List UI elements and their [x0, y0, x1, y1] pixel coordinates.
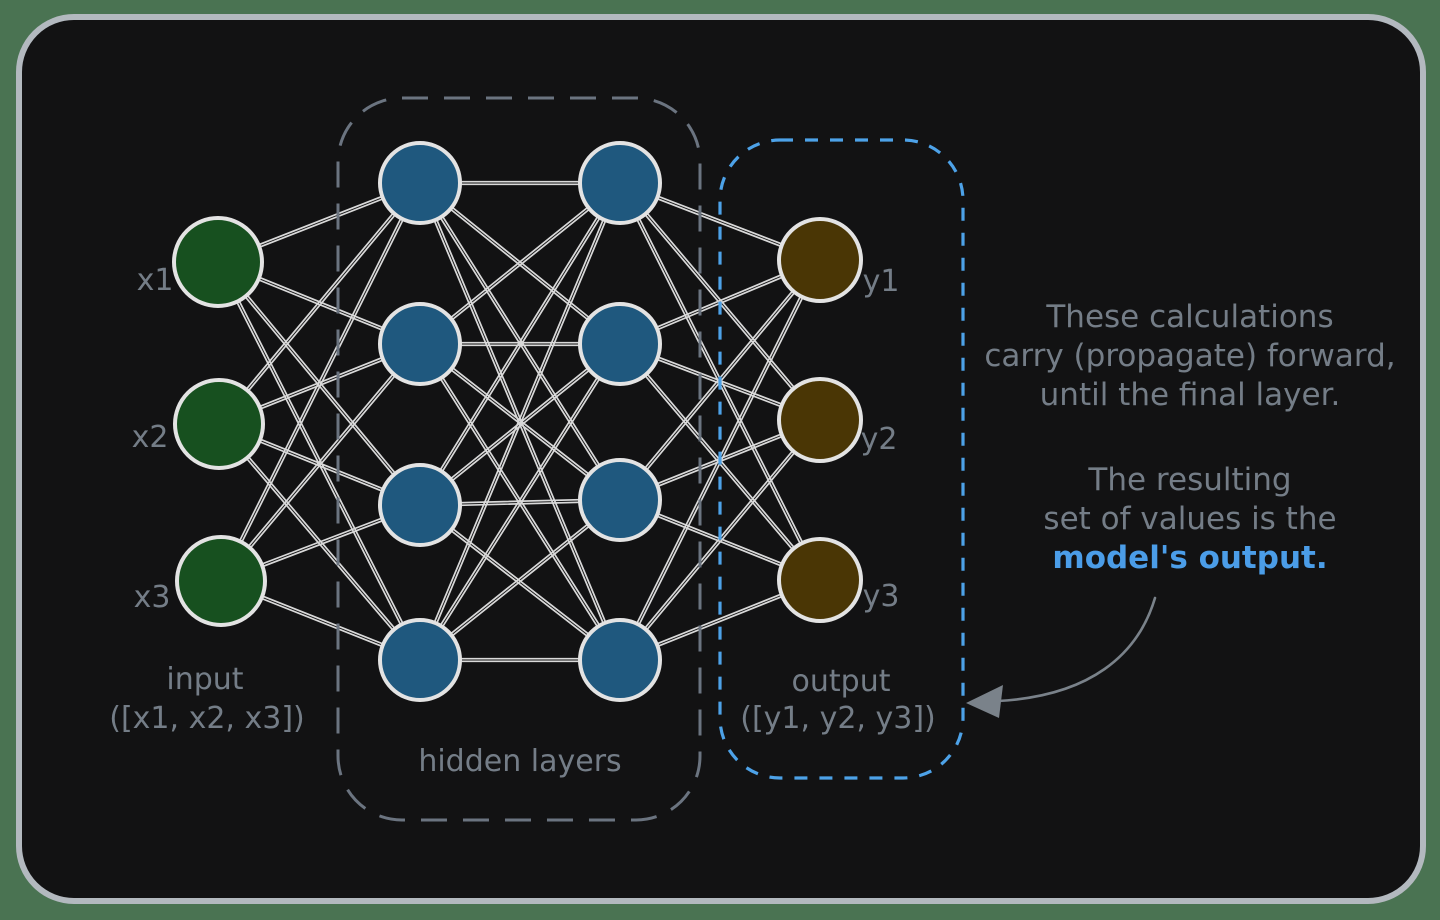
output-layer-subtitle: ([y1, y2, y3])	[740, 701, 935, 736]
input-node-label-x3: x3	[134, 580, 171, 615]
arrow-to-output-icon	[966, 596, 1157, 718]
hidden1-node-4	[378, 618, 462, 702]
output-box	[718, 138, 965, 780]
input-layer-subtitle: ([x1, x2, x3])	[109, 701, 304, 736]
edge-line	[420, 182, 623, 662]
output-node-2	[777, 377, 863, 463]
edge-line	[218, 181, 420, 582]
annotation-line: The resulting	[1088, 462, 1292, 498]
edge-line	[420, 343, 622, 662]
hidden2-node-1	[578, 141, 662, 225]
edge-line	[419, 183, 622, 346]
hidden2-node-2	[578, 302, 662, 386]
hidden1-node-1	[378, 141, 462, 225]
edge-line	[418, 181, 621, 344]
edge-line	[417, 181, 620, 661]
edge-line	[219, 342, 420, 582]
edge-line	[418, 505, 621, 662]
annotation-highlight: model's output.	[1052, 540, 1328, 576]
edge-line	[221, 343, 422, 583]
input-node-3	[175, 535, 267, 627]
output-node-label-y2: y2	[861, 422, 898, 457]
input-node-1	[172, 216, 264, 308]
edge-line	[620, 419, 822, 662]
edge-line	[418, 342, 620, 661]
annotation-line: carry (propagate) forward,	[984, 338, 1396, 374]
output-node-label-y1: y1	[863, 264, 900, 299]
annotation-text: These calculations carry (propagate) for…	[965, 298, 1415, 578]
edge-line	[221, 182, 423, 583]
edge-line	[418, 498, 621, 660]
hidden2-node-3	[578, 458, 662, 542]
annotation-line: set of values is the	[1043, 501, 1337, 537]
edge-line	[219, 182, 422, 426]
hidden1-node-3	[378, 463, 462, 547]
output-node-label-y3: y3	[863, 579, 900, 614]
hidden-layers-title: hidden layers	[418, 744, 621, 779]
edge-line	[418, 342, 621, 505]
hidden2-node-4	[578, 618, 662, 702]
edge-line	[420, 182, 622, 507]
input-node-label-x1: x1	[137, 263, 174, 298]
edge-line	[419, 500, 622, 662]
edge-line	[419, 181, 622, 344]
input-node-2	[173, 378, 265, 470]
input-layer-title: input	[166, 662, 243, 697]
output-node-3	[777, 537, 863, 623]
annotation-line: These calculations	[1046, 299, 1334, 335]
input-node-label-x2: x2	[132, 420, 169, 455]
output-layer-title: output	[792, 664, 891, 699]
annotation-line: until the final layer.	[1039, 377, 1341, 413]
output-node-1	[777, 217, 863, 303]
hidden1-node-2	[378, 302, 462, 386]
hidden-layers-box	[336, 96, 702, 822]
edge-line	[419, 344, 622, 507]
annotation-paragraph-gap	[965, 415, 1415, 461]
edge-line	[217, 181, 420, 425]
edge-line	[418, 181, 620, 506]
connection-edges	[215, 180, 823, 663]
edge-line	[418, 183, 621, 346]
